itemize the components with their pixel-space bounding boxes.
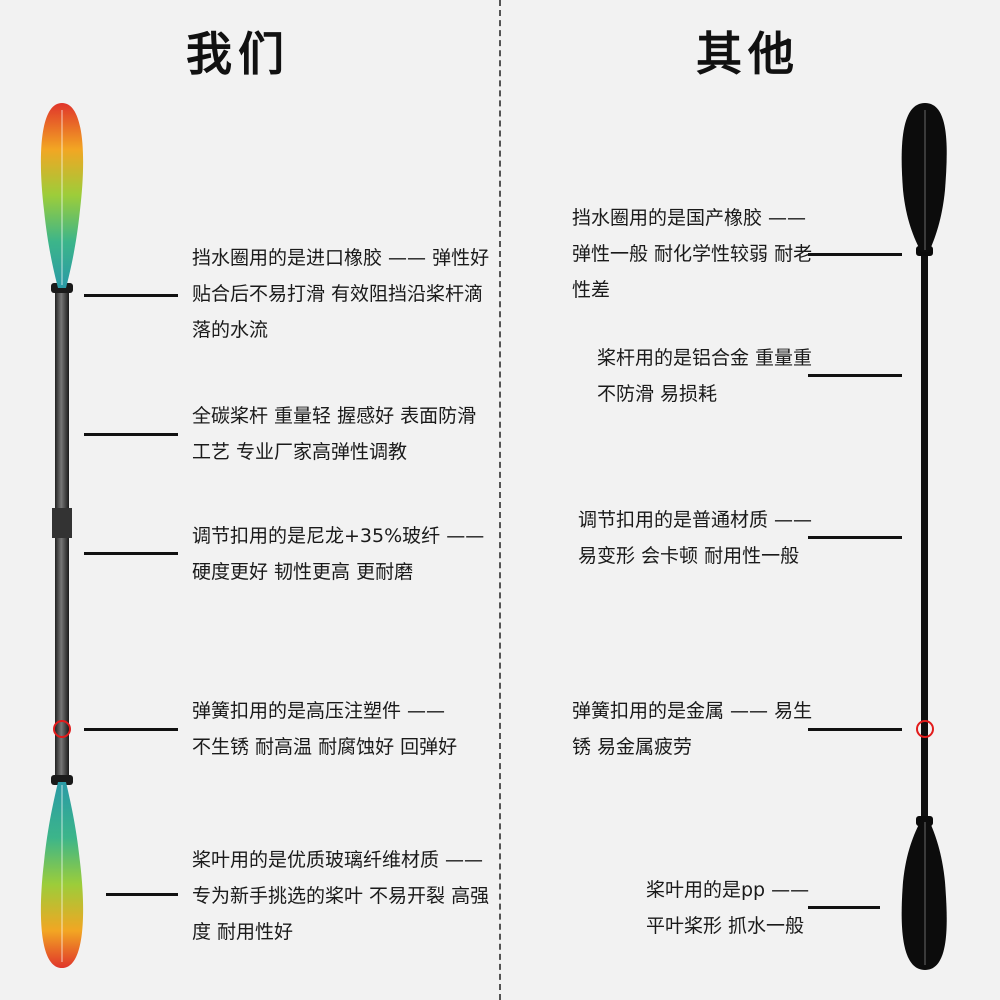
- spring-clip-marker-right: [916, 720, 934, 738]
- annotation-right-adjust-clip: 调节扣用的是普通材质 —— 易变形 会卡顿 耐用性一般: [578, 509, 813, 567]
- annotation-left-blade: 桨叶用的是优质玻璃纤维材质 —— 专为新手挑选的桨叶 不易开裂 高强 度 耐用性…: [192, 849, 490, 943]
- spring-clip-marker-left: [53, 720, 71, 738]
- callout-line-right-drip-ring: [808, 253, 902, 256]
- annotation-right-drip-ring: 挡水圈用的是国产橡胶 —— 弹性一般 耐化学性较弱 耐老 性差: [572, 207, 813, 301]
- callout-line-right-blade: [808, 906, 880, 909]
- annotation-left-spring-clip: 弹簧扣用的是高压注塑件 —— 不生锈 耐高温 耐腐蚀好 回弹好: [192, 700, 458, 758]
- callout-line-left-shaft: [84, 433, 178, 436]
- annotation-left-drip-ring: 挡水圈用的是进口橡胶 —— 弹性好 贴合后不易打滑 有效阻挡沿桨杆滴 落的水流: [192, 247, 490, 341]
- heading-others: 其他: [696, 27, 800, 81]
- callout-line-left-drip-ring: [84, 294, 178, 297]
- annotation-right-spring-clip: 弹簧扣用的是金属 —— 易生 锈 易金属疲劳: [572, 700, 813, 758]
- annotation-left-adjust-clip: 调节扣用的是尼龙+35%玻纤 —— 硬度更好 韧性更高 更耐磨: [192, 525, 485, 583]
- callout-line-left-spring-clip: [84, 728, 178, 731]
- callout-line-right-adjust-clip: [808, 536, 902, 539]
- callout-line-left-blade: [106, 893, 178, 896]
- annotation-right-blade: 桨叶用的是pp —— 平叶桨形 抓水一般: [646, 879, 810, 937]
- callout-line-right-spring-clip: [808, 728, 902, 731]
- center-divider: [499, 0, 501, 1000]
- heading-ours: 我们: [186, 27, 290, 81]
- callout-line-left-adjust-clip: [84, 552, 178, 555]
- annotation-left-shaft: 全碳桨杆 重量轻 握感好 表面防滑 工艺 专业厂家高弹性调教: [192, 405, 477, 463]
- annotation-right-shaft: 桨杆用的是铝合金 重量重 不防滑 易损耗: [597, 347, 813, 405]
- callout-line-right-shaft: [808, 374, 902, 377]
